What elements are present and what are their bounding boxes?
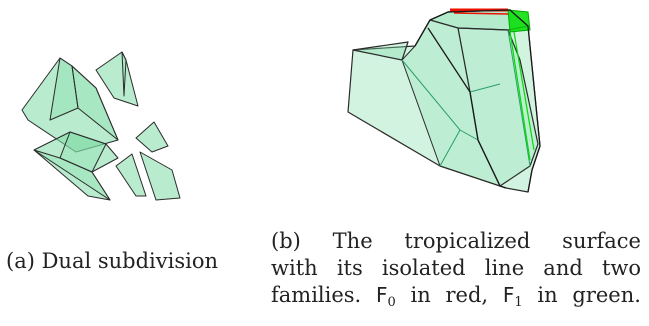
surface-face-left-wing [352,41,409,61]
dual-cell-bottom-1 [115,153,147,197]
caption-b-line1: (b) The tropicalized surface [271,228,641,255]
family0-index: 0 [387,295,396,310]
interior-edge-2 [459,129,479,141]
family1-index: 1 [514,295,523,310]
dual-cell-large-inner2 [71,65,119,141]
interior-edge-5 [507,29,531,167]
dual-cell-upper-right [95,51,139,107]
caption-b-label: (b) [271,229,301,253]
dual-cell-right [135,121,169,153]
caption-b-line1-text: The tropicalized surface [332,229,641,253]
dual-cell-lower-left-inner2 [33,149,111,201]
caption-a-label: (a) [6,249,35,273]
outline-edge-1 [429,9,529,27]
family0-text: in red, [410,283,489,307]
family1-symbol: F [502,283,515,307]
interior-edge-3 [439,129,461,167]
outline-edge-3 [527,25,541,193]
caption-b-line3-pre: families. [271,283,362,307]
interior-edge-4 [469,83,501,93]
interior-edge-1 [401,59,461,131]
dual-cell-upper-right-inner [121,51,127,97]
family0-symbol: F [375,283,388,307]
caption-b: (b) The tropicalized surface with its is… [271,228,641,309]
caption-b-line2: with its isolated line and two [271,256,641,280]
caption-a: (a) Dual subdivision [6,248,256,275]
family1-text: in green. [537,283,641,307]
family1-lines [509,31,535,161]
family1-block [507,9,531,33]
caption-a-text: Dual subdivision [41,249,219,273]
caption-b-line3: families. F0 in red, F1 in green. [271,282,641,309]
dual-cell-bottom-2 [139,151,181,201]
outline-edge-4 [414,19,431,47]
outline-edge-2 [427,27,507,189]
